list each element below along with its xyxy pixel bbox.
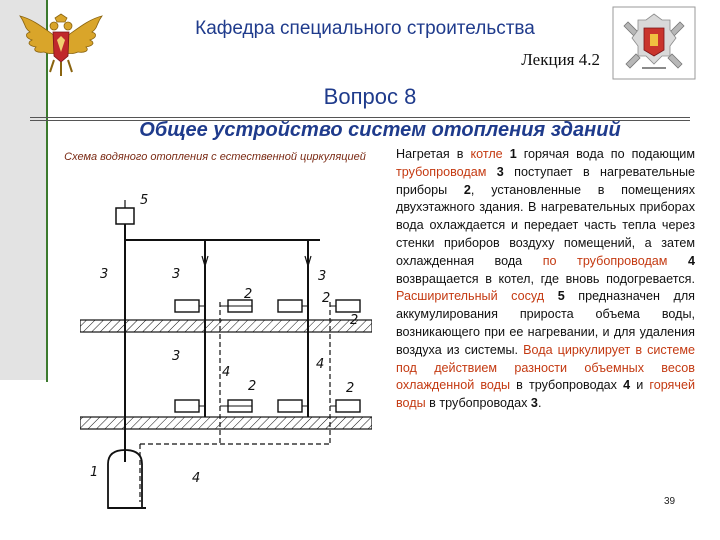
radiator <box>277 299 303 313</box>
diagram-label: 2 <box>350 313 358 328</box>
diagram-label: 4 <box>192 471 200 486</box>
diagram-label: 2 <box>248 379 256 394</box>
diagram-label: 2 <box>346 381 354 396</box>
diagram-label: 3 <box>100 267 108 282</box>
diagram-label: 2 <box>244 287 252 302</box>
diagram-label: 3 <box>172 267 180 282</box>
department-title: Кафедра специального строительства <box>195 18 535 39</box>
left-accent-line <box>46 0 48 382</box>
radiator <box>335 399 361 413</box>
question-heading: Вопрос 8 <box>323 84 417 109</box>
eagle-emblem-icon <box>19 13 103 76</box>
radiator <box>174 399 200 413</box>
diagram-label: 4 <box>316 357 324 372</box>
upper-floor-slab <box>80 319 372 333</box>
divider-line <box>30 117 690 118</box>
radiator <box>174 299 200 313</box>
diagram-label: 4 <box>222 365 230 380</box>
description-paragraph: Нагретая в котле 1 горячая вода по подаю… <box>396 147 695 411</box>
heating-system-diagram: 5 3 3 2 3 2 2 3 4 2 2 4 1 4 <box>80 193 372 509</box>
page-number: 39 <box>664 496 676 507</box>
slide-subtitle: Общее устройство систем отопления зданий <box>139 119 621 141</box>
engineering-badge-icon <box>612 6 696 80</box>
expansion-tank <box>115 207 135 225</box>
lecture-label: Лекция 4.2 <box>521 50 600 69</box>
left-decorative-bar <box>0 0 46 380</box>
diagram-label: 2 <box>322 291 330 306</box>
lower-floor-slab <box>80 416 372 430</box>
diagram-label: 5 <box>140 193 148 208</box>
boiler <box>107 449 143 509</box>
radiator <box>277 399 303 413</box>
diagram-label: 3 <box>318 269 326 284</box>
diagram-label: 1 <box>90 465 98 480</box>
diagram-caption: Схема водяного отопления с естественной … <box>64 151 366 163</box>
diagram-label: 3 <box>172 349 180 364</box>
divider-line <box>30 120 690 121</box>
radiator <box>335 299 361 313</box>
